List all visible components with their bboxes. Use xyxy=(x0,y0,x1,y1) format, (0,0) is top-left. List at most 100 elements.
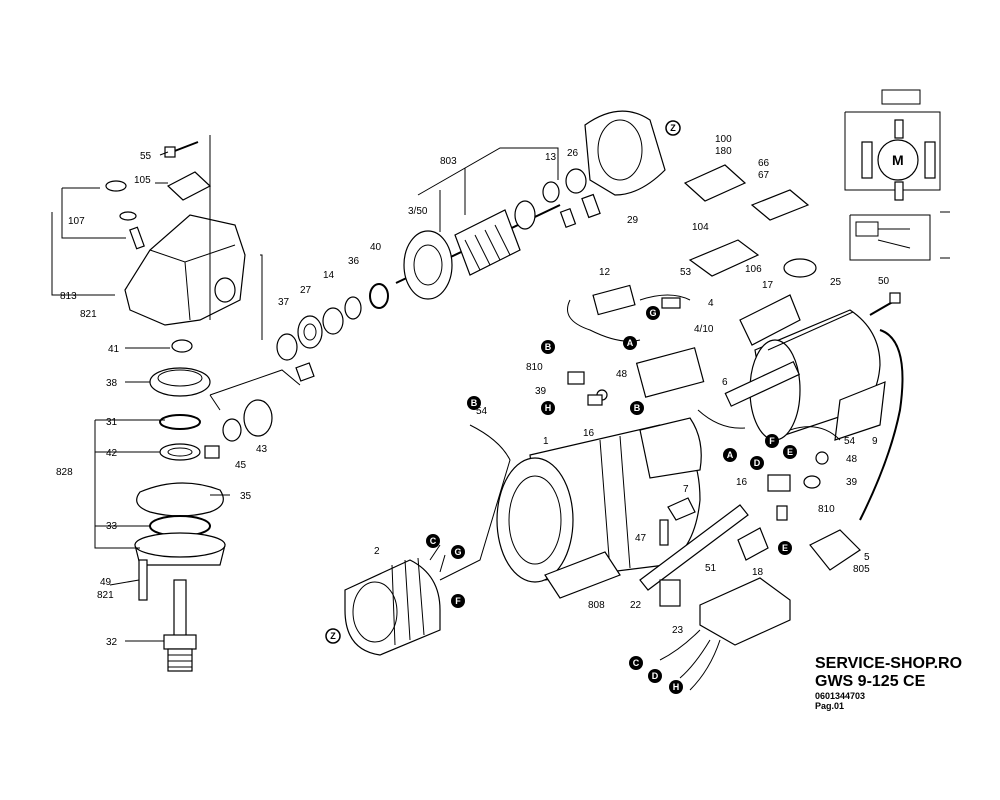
part-label-42: 42 xyxy=(106,448,118,459)
label-plate-part xyxy=(166,171,212,201)
sticker-66 xyxy=(750,189,810,221)
svg-text:E: E xyxy=(782,543,788,553)
part-label-40: 40 xyxy=(370,242,382,253)
connector-markers: Z B A B H G B A F D E E C G F Z C D H xyxy=(325,120,797,694)
connector-marker-d2: D xyxy=(648,669,662,683)
commutator xyxy=(514,200,536,230)
part-label-39-a: 39 xyxy=(535,386,547,397)
part-label-808: 808 xyxy=(588,600,605,611)
part-label-16-a: 16 xyxy=(583,428,595,439)
washer-14 xyxy=(322,307,344,335)
armature-assembly xyxy=(276,110,666,382)
part-label-39-b: 39 xyxy=(846,477,858,488)
svg-text:B: B xyxy=(634,403,641,413)
part-label-813: 813 xyxy=(60,291,77,302)
mains-cable xyxy=(859,329,904,521)
flange-screw-part xyxy=(138,559,148,601)
part-label-32: 32 xyxy=(106,637,118,648)
svg-text:F: F xyxy=(455,596,461,606)
part-label-105: 105 xyxy=(134,175,151,186)
svg-text:C: C xyxy=(633,658,640,668)
part-label-48-b: 48 xyxy=(846,454,858,465)
brush-810b xyxy=(776,505,788,521)
pinion-nut-part xyxy=(222,418,242,442)
brush-holder-b xyxy=(581,193,601,219)
part-label-67: 67 xyxy=(758,170,770,181)
part-label-107: 107 xyxy=(68,216,85,227)
armature-core xyxy=(454,209,521,276)
sticker-17 xyxy=(739,294,801,346)
part-label-26: 26 xyxy=(567,148,579,159)
title-block: SERVICE-SHOP.RO GWS 9-125 CE 0601344703 … xyxy=(815,655,962,712)
armature-fan xyxy=(403,230,453,300)
screw-part xyxy=(164,141,199,158)
circlip-part xyxy=(159,414,201,430)
svg-text:Z: Z xyxy=(670,123,676,133)
washer-36 xyxy=(344,296,362,320)
svg-text:B: B xyxy=(545,342,552,352)
clip-7 xyxy=(667,497,696,521)
part-label-810-a: 810 xyxy=(526,362,543,373)
shield-808 xyxy=(544,551,621,599)
connector-marker-c1: C xyxy=(426,534,440,548)
connector-marker-g2: G xyxy=(451,545,465,559)
part-label-31: 31 xyxy=(106,417,118,428)
ball-bearing-part xyxy=(159,443,201,461)
part-label-17: 17 xyxy=(762,280,774,291)
part-label-23: 23 xyxy=(672,625,684,636)
gear-head-assembly xyxy=(51,135,301,672)
part-labels: 55 105 107 813 821 41 38 31 42 828 35 33… xyxy=(56,134,890,648)
brush-holder-d xyxy=(767,474,791,492)
gasket-part xyxy=(136,482,224,517)
part-label-5: 5 xyxy=(864,552,870,563)
part-label-4-10: 4/10 xyxy=(694,324,714,335)
part-label-104: 104 xyxy=(692,222,709,233)
svg-text:Z: Z xyxy=(330,631,336,641)
connector-marker-h2: H xyxy=(669,680,683,694)
switch-body xyxy=(635,347,705,398)
electronics-assembly xyxy=(567,284,841,521)
part-label-13: 13 xyxy=(545,152,557,163)
part-label-35: 35 xyxy=(240,491,252,502)
motor-housing-assembly xyxy=(683,164,904,571)
switch-12 xyxy=(592,284,636,316)
part-label-53: 53 xyxy=(680,267,692,278)
part-label-180: 180 xyxy=(715,146,732,157)
part-label-48-a: 48 xyxy=(616,369,628,380)
connector-marker-f1: F xyxy=(765,434,779,448)
part-label-38: 38 xyxy=(106,378,118,389)
part-label-9: 9 xyxy=(872,436,878,447)
svg-text:D: D xyxy=(754,458,761,468)
part-label-33: 33 xyxy=(106,521,118,532)
motor-symbol: M xyxy=(892,152,904,168)
part-label-828: 828 xyxy=(56,467,73,478)
bearing-27 xyxy=(297,315,323,349)
bearing-part xyxy=(171,339,193,353)
part-label-18: 18 xyxy=(752,567,764,578)
model-name: GWS 9-125 CE xyxy=(815,672,926,690)
part-label-49: 49 xyxy=(100,577,112,588)
part-label-6: 6 xyxy=(722,377,728,388)
part-label-27: 27 xyxy=(300,285,312,296)
sticker-106 xyxy=(783,258,817,278)
connector-marker-g1: G xyxy=(646,306,660,320)
housing-screw-part xyxy=(889,292,901,304)
switch-23 xyxy=(659,579,681,607)
part-label-805: 805 xyxy=(853,564,870,575)
connector-marker-f2: F xyxy=(451,594,465,608)
connector-marker-d1: D xyxy=(750,456,764,470)
part-label-803: 803 xyxy=(440,156,457,167)
part-label-66: 66 xyxy=(758,158,770,169)
connector-marker-e1: E xyxy=(783,445,797,459)
part-label-41: 41 xyxy=(108,344,120,355)
part-label-22: 22 xyxy=(630,600,642,611)
circlip-40 xyxy=(369,283,389,309)
sticker-9 xyxy=(834,381,886,441)
part-label-810-b: 810 xyxy=(818,504,835,515)
motor-end-cap xyxy=(639,417,702,479)
part-label-37: 37 xyxy=(278,297,290,308)
svg-text:F: F xyxy=(769,436,775,446)
gear-housing-part xyxy=(124,214,246,326)
part-label-54-a: 54 xyxy=(476,406,488,417)
